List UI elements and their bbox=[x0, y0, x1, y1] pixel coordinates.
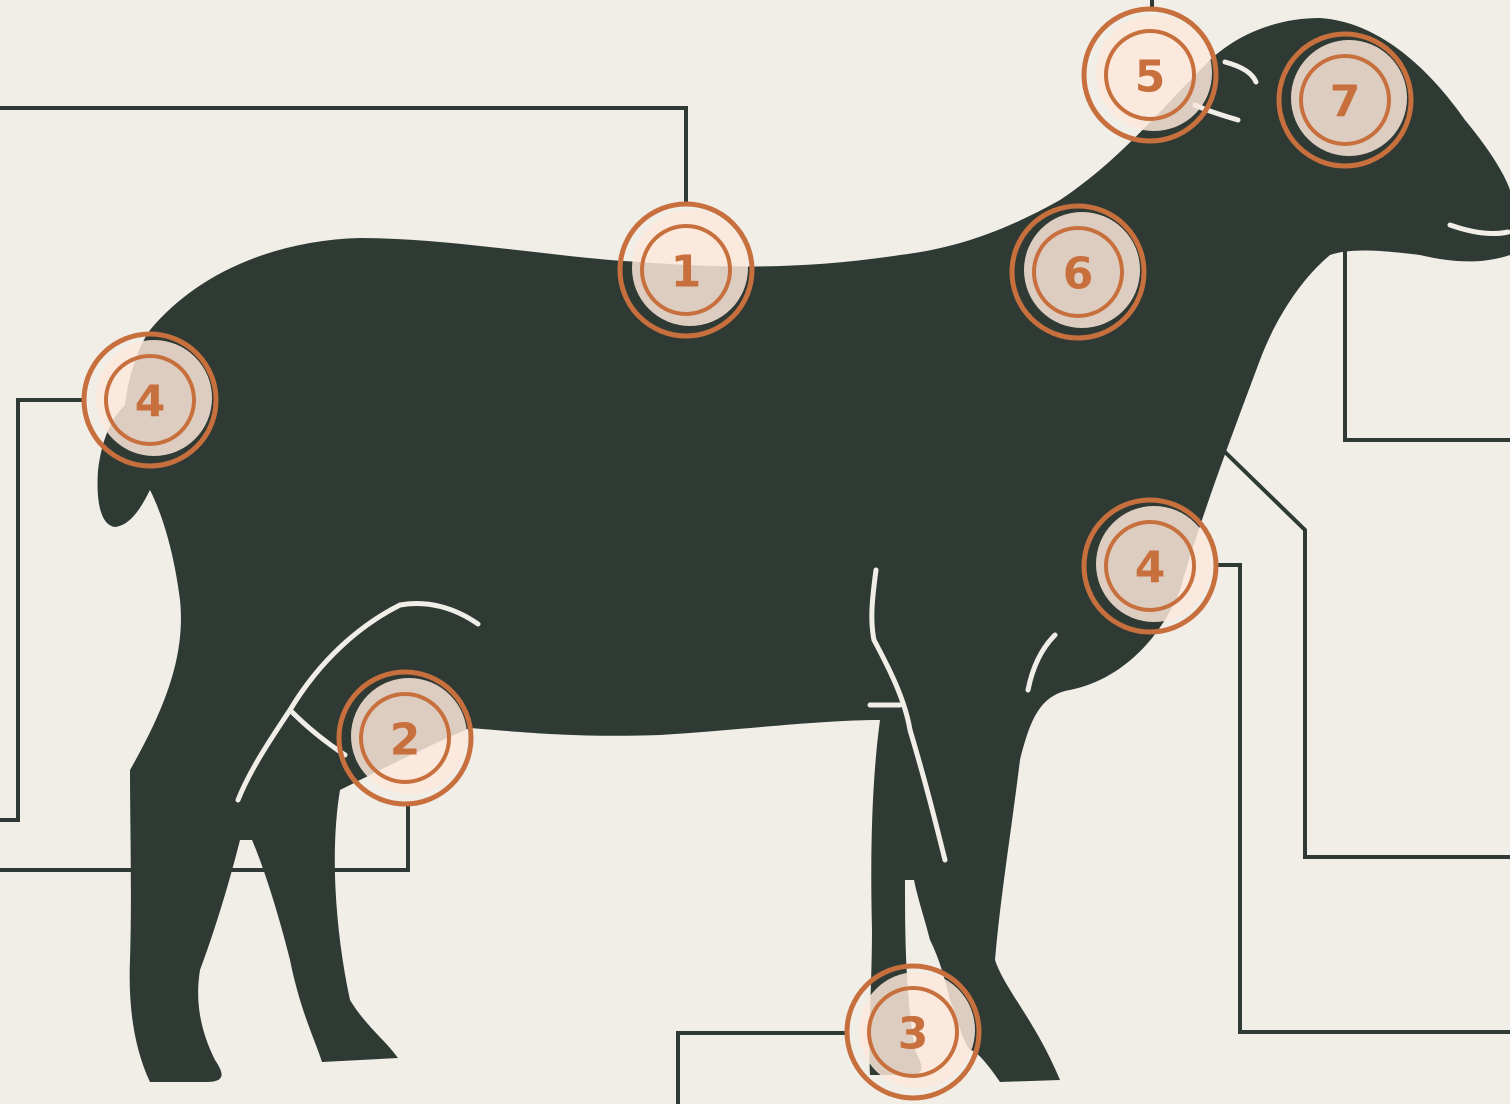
marker-ring-inner bbox=[104, 354, 196, 446]
marker-hoof: 3 bbox=[844, 963, 982, 1101]
marker-neck: 6 bbox=[1009, 203, 1147, 341]
marker-label: 1 bbox=[671, 247, 702, 298]
marker-ring-inner bbox=[1104, 29, 1196, 121]
marker-ring-inner bbox=[1299, 54, 1391, 146]
marker-ring-outer bbox=[844, 963, 982, 1101]
marker-label: 6 bbox=[1063, 249, 1094, 300]
marker-ring-inner bbox=[867, 986, 959, 1078]
leader-line-hoof bbox=[676, 1031, 845, 1104]
marker-label: 7 bbox=[1330, 77, 1361, 128]
marker-back: 1 bbox=[617, 201, 755, 339]
marker-label: 2 bbox=[390, 715, 421, 766]
marker-ring-inner bbox=[1104, 520, 1196, 612]
marker-ring-inner bbox=[640, 224, 732, 316]
sheep-silhouette bbox=[97, 18, 1510, 1082]
marker-ring-outer bbox=[1009, 203, 1147, 341]
marker-stifle: 2 bbox=[336, 669, 474, 807]
marker-ring-outer bbox=[1081, 497, 1219, 635]
marker-label: 5 bbox=[1135, 52, 1166, 103]
leader-line-face bbox=[1343, 170, 1510, 442]
marker-poll: 5 bbox=[1081, 6, 1219, 144]
seam-horn bbox=[1222, 59, 1259, 85]
leader-line-rump bbox=[0, 398, 82, 822]
marker-label: 4 bbox=[135, 377, 166, 428]
seam-fore-leg bbox=[869, 567, 948, 863]
seam-brisket bbox=[1025, 632, 1058, 693]
marker-layer: 1 2 3 4 4 5 6 7 bbox=[81, 6, 1414, 1101]
marker-ring-outer bbox=[81, 331, 219, 469]
marker-face: 7 bbox=[1276, 31, 1414, 169]
leader-line-brisket bbox=[1218, 563, 1510, 1034]
seam-mouth bbox=[1447, 222, 1510, 237]
seam-hind-leg bbox=[235, 601, 481, 803]
leader-line-back bbox=[0, 106, 688, 205]
marker-rump: 4 bbox=[81, 331, 219, 469]
marker-ring-outer bbox=[336, 669, 474, 807]
marker-label: 3 bbox=[898, 1009, 929, 1060]
marker-ring-outer bbox=[1081, 6, 1219, 144]
sheep-ear bbox=[1220, 45, 1300, 98]
marker-brisket: 4 bbox=[1081, 497, 1219, 635]
marker-ring-inner bbox=[1032, 226, 1124, 318]
marker-label: 4 bbox=[1135, 543, 1166, 594]
marker-ring-inner bbox=[359, 692, 451, 784]
marker-ring-outer bbox=[1276, 31, 1414, 169]
sheep-body bbox=[97, 18, 1510, 1082]
marker-ring-outer bbox=[617, 201, 755, 339]
